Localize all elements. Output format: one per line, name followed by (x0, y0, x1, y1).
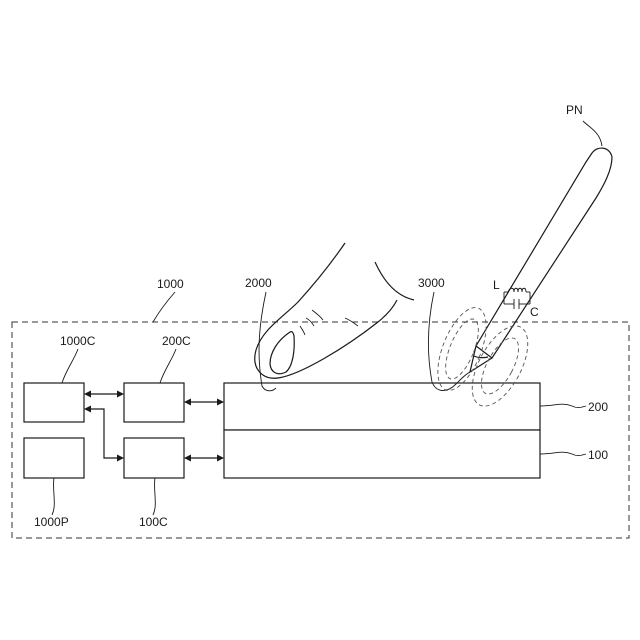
finger-label: 2000 (245, 276, 272, 290)
finger-leader (259, 292, 276, 391)
pen-icon (470, 148, 612, 372)
pen-touch-leader (428, 292, 470, 391)
sensor-controller-box (124, 383, 184, 422)
pen-leader (583, 121, 602, 146)
power-label: 1000P (34, 515, 69, 529)
display-controller-leader (153, 478, 155, 515)
link-1000c-100c (90, 409, 118, 458)
sensor-controller-leader (160, 349, 176, 383)
controller-label: 1000C (60, 334, 96, 348)
display-controller-box (124, 438, 184, 478)
controller-box (24, 383, 84, 422)
arrowhead (217, 399, 224, 406)
system-label: 1000 (157, 277, 184, 291)
arrowhead (84, 391, 91, 398)
system-leader (153, 292, 175, 322)
finger-icon (255, 243, 414, 378)
arrowhead (184, 455, 191, 462)
arrowhead (117, 455, 124, 462)
sensor-layer-label: 200 (588, 400, 608, 414)
pen-label: PN (566, 103, 583, 117)
power-leader (52, 478, 54, 515)
sensor-controller-label: 200C (162, 334, 191, 348)
power-box (24, 438, 84, 478)
sensor-layer-leader (540, 404, 586, 407)
arrowhead (184, 399, 191, 406)
controller-leader (62, 349, 78, 383)
inductor-label: L (493, 278, 500, 292)
arrowhead (217, 455, 224, 462)
display-layer-label: 100 (588, 448, 608, 462)
pen-touch-label: 3000 (418, 276, 445, 290)
sensor-layer (224, 383, 540, 430)
arrowhead (117, 391, 124, 398)
capacitor-label: C (530, 305, 539, 319)
arrowhead (84, 406, 91, 413)
display-controller-label: 100C (139, 515, 168, 529)
display-layer (224, 430, 540, 478)
display-layer-leader (540, 452, 586, 455)
inductor-coil (508, 288, 526, 292)
